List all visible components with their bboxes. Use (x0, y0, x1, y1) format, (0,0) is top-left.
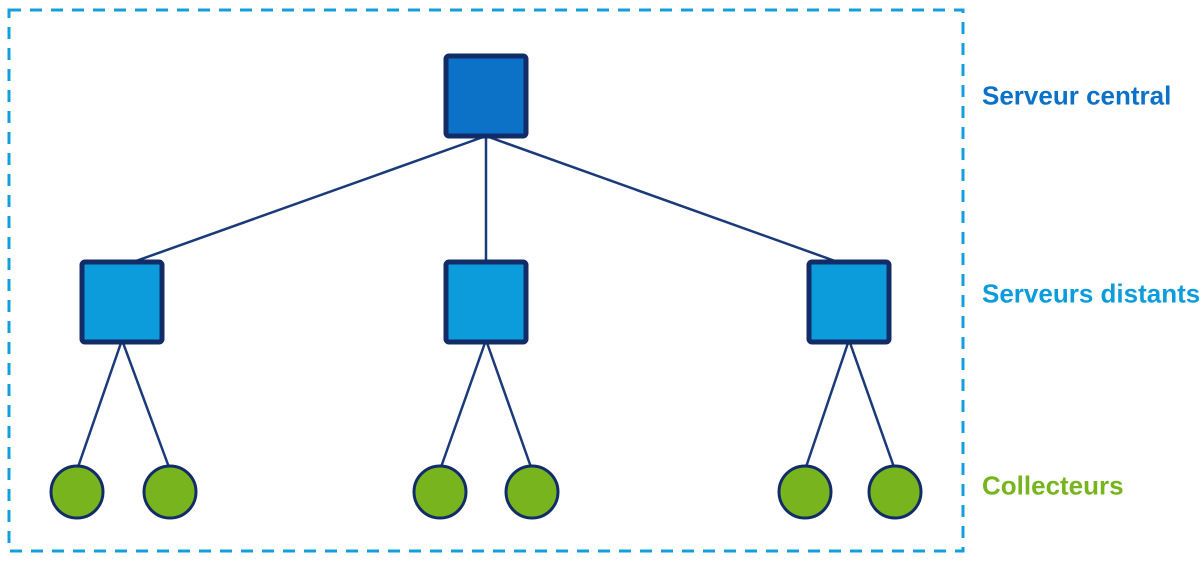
tree-edge-central-remote-3 (485, 134, 850, 268)
tree-edge-remote-2-collector-3 (438, 339, 488, 471)
collector-node-collector-5 (777, 464, 833, 520)
tree-edge-remote-3-collector-5 (803, 339, 851, 471)
tree-edge-remote-1-collector-1 (75, 339, 124, 471)
collector-node-collector-6 (867, 464, 923, 520)
central-server-node-central (443, 53, 529, 139)
dashed-frame (7, 8, 965, 553)
tree-edge-central-remote-1 (121, 134, 487, 268)
collector-node-collector-4 (504, 464, 560, 520)
tree-edge-remote-3-collector-6 (847, 339, 897, 471)
label-serveur-central: Serveur central (982, 80, 1172, 111)
collector-node-collector-1 (49, 464, 105, 520)
tree-edge-remote-1-collector-2 (120, 339, 172, 471)
label-serveurs-distants: Serveurs distants (982, 278, 1201, 309)
remote-server-node-remote-3 (806, 259, 892, 345)
collector-node-collector-3 (412, 464, 468, 520)
tree-edge-remote-2-collector-4 (484, 339, 534, 471)
remote-server-node-remote-2 (443, 259, 529, 345)
collector-node-collector-2 (142, 464, 198, 520)
remote-server-node-remote-1 (79, 259, 165, 345)
label-collecteurs: Collecteurs (982, 470, 1124, 501)
